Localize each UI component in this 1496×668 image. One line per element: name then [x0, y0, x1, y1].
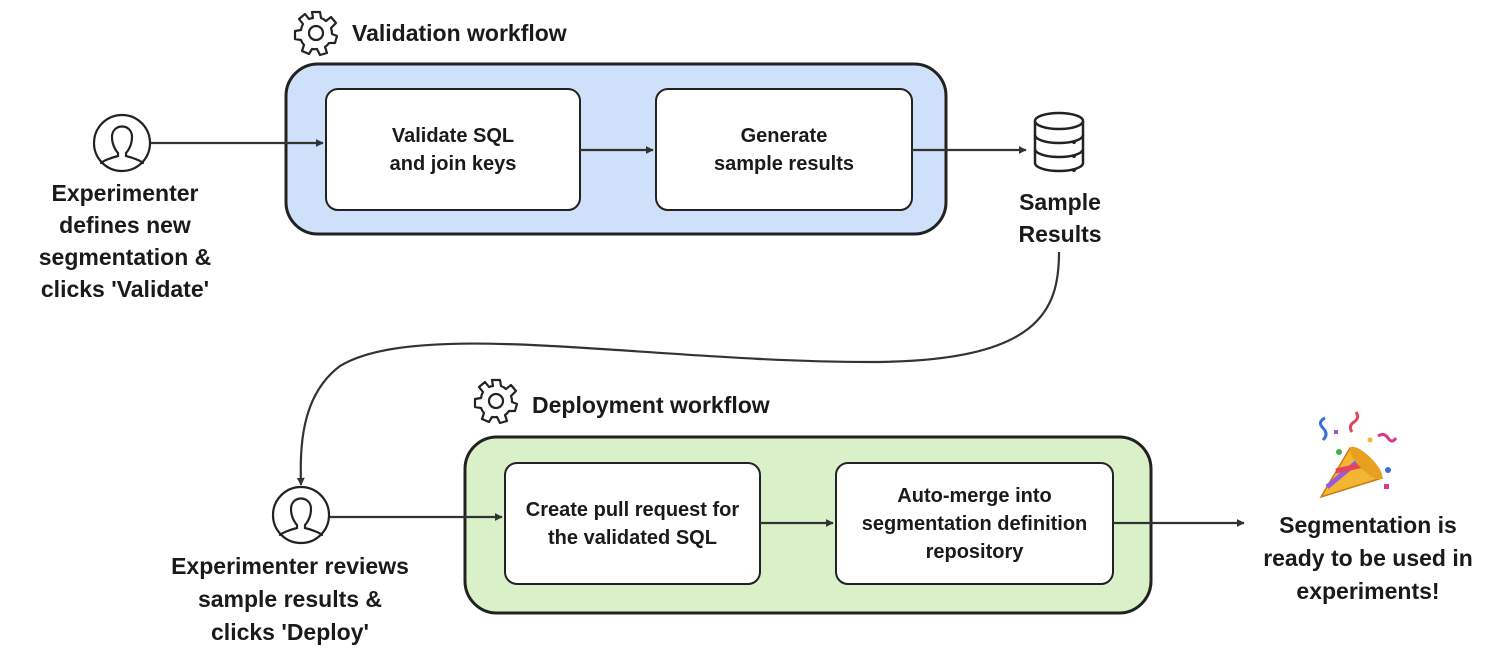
validation-workflow-title: Validation workflow	[352, 20, 567, 46]
gear-icon	[473, 378, 519, 425]
party-popper-icon	[1318, 411, 1398, 499]
arrow-results-to-reviewer	[296, 251, 1061, 486]
person-icon	[271, 485, 331, 545]
person-icon	[92, 113, 152, 173]
deployment-workflow-title: Deployment workflow	[532, 392, 770, 418]
gear-icon	[293, 10, 339, 57]
database-icon	[1033, 111, 1085, 173]
